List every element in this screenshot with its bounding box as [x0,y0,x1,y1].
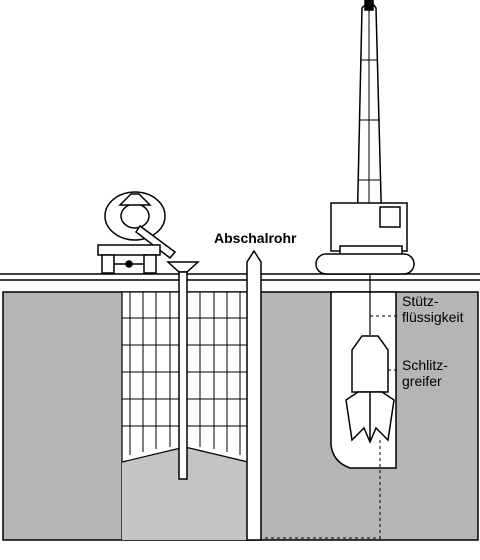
slot-grab-label-line2: greifer [402,373,442,389]
ground-surface [0,273,480,281]
crawler-crane [315,0,415,275]
stop-end-pipe [246,249,262,541]
supporting-fluid-label-line2: flüssigkeit [402,309,464,325]
supporting-fluid-label-line1: Stütz- [402,293,439,309]
slot-grab-label-line1: Schlitz- [402,357,448,373]
pipe-label: Abschalrohr [214,230,297,246]
concrete-mixer [97,191,177,274]
clamshell-grab [345,335,395,444]
concreting-pipe [166,261,200,480]
